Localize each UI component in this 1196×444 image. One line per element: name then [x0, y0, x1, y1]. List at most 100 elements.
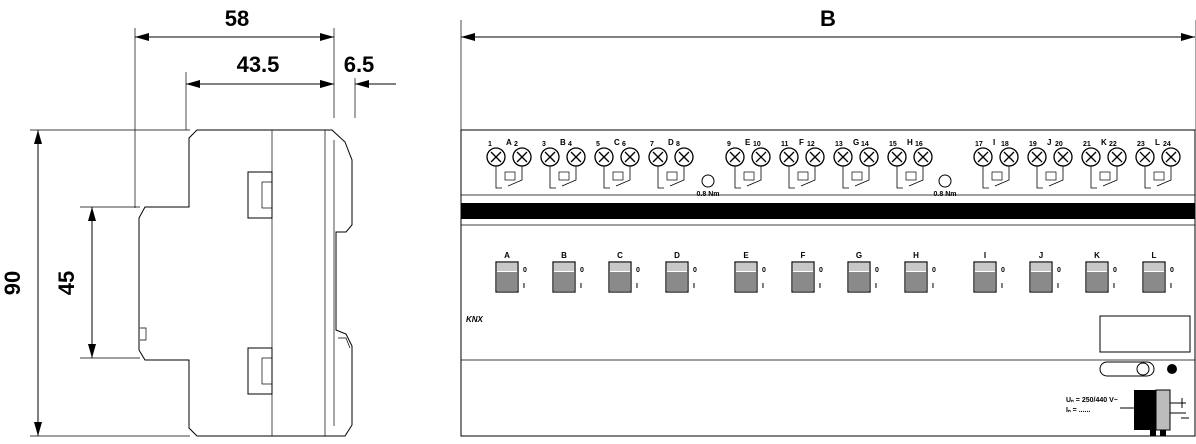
manual-switch-a: A0I — [495, 251, 527, 293]
switch-letter: K — [1094, 251, 1100, 260]
screw-slot — [1111, 151, 1123, 163]
switch-toggle — [906, 272, 926, 291]
terminal-number: 13 — [835, 141, 843, 148]
dim-label-43-5: 43.5 — [237, 52, 280, 77]
switch-top — [736, 263, 756, 271]
label-window — [1099, 315, 1191, 353]
manual-switch-c: C0I — [608, 251, 640, 293]
housing-side-profile — [138, 129, 353, 437]
terminal-number: 8 — [676, 141, 680, 148]
switch-pos-i: I — [762, 283, 764, 290]
manual-switch-j: J0I — [1029, 251, 1061, 293]
switch-pos-i: I — [1113, 283, 1115, 290]
switch-pos-i: I — [819, 283, 821, 290]
switch-pos-0: 0 — [819, 267, 823, 274]
channel-letter: E — [745, 138, 751, 147]
screw-slot — [1165, 151, 1177, 163]
switch-toggle — [497, 272, 517, 291]
contact-line — [908, 166, 924, 187]
switch-pos-0: 0 — [1170, 267, 1174, 274]
contact-line — [800, 166, 816, 187]
relay-symbol — [558, 171, 570, 181]
channel-letter: J — [1047, 138, 1051, 147]
relay-symbol — [797, 171, 809, 181]
terminal-number: 17 — [975, 141, 983, 148]
clip-lower — [247, 347, 273, 395]
switch-letter: D — [674, 251, 680, 260]
channel-letter: I — [993, 138, 995, 147]
switch-pos-0: 0 — [693, 267, 697, 274]
relay-symbol — [905, 171, 917, 181]
switch-pos-0: 0 — [523, 267, 527, 274]
dim-label-45: 45 — [54, 271, 79, 295]
contact-line — [896, 166, 903, 189]
switch-top — [554, 263, 574, 271]
screw-slot — [516, 151, 528, 163]
label-strip — [461, 203, 1195, 219]
switch-toggle — [610, 272, 630, 291]
terminal-number: 22 — [1109, 141, 1117, 148]
housing-front — [460, 129, 1196, 437]
terminal-number: 24 — [1163, 141, 1171, 148]
channel-letter: F — [799, 138, 804, 147]
contact-line — [1102, 166, 1118, 187]
switch-toggle — [1031, 272, 1051, 291]
contact-line — [669, 166, 685, 187]
manual-switch-i: I0I — [973, 251, 1005, 293]
switch-top — [1031, 263, 1051, 271]
contact-line — [1048, 166, 1064, 187]
contact-line — [603, 166, 610, 189]
screw-slot — [783, 151, 795, 163]
switch-pos-i: I — [636, 283, 638, 290]
channel-letter: C — [614, 138, 620, 147]
contact-line — [1144, 166, 1151, 189]
switch-pos-i: I — [875, 283, 877, 290]
channel-letter: L — [1155, 138, 1160, 147]
switch-letter: L — [1152, 251, 1157, 260]
relay-symbol — [743, 171, 755, 181]
programming-button — [1099, 361, 1155, 377]
manual-switch-h: H0I — [904, 251, 936, 293]
screw-slot — [729, 151, 741, 163]
torque-mark-1: 0.8 Nm — [697, 174, 719, 198]
contact-line — [549, 166, 556, 189]
clip-upper — [247, 171, 273, 219]
contact-line — [615, 166, 631, 187]
terminal-number: 12 — [807, 141, 815, 148]
screw-slot — [598, 151, 610, 163]
terminal-number: 1 — [488, 141, 492, 148]
switch-toggle — [975, 272, 995, 291]
terminal-number: 20 — [1055, 141, 1063, 148]
switch-letter: J — [1039, 251, 1043, 260]
relay-symbol — [851, 171, 863, 181]
manual-switch-k: K0I — [1085, 251, 1117, 293]
switch-pos-i: I — [693, 283, 695, 290]
screw-slot — [1031, 151, 1043, 163]
contact-line — [657, 166, 664, 189]
screw-slot — [837, 151, 849, 163]
bus-connector — [1120, 389, 1189, 436]
switch-top — [975, 263, 995, 271]
contact-line — [854, 166, 870, 187]
switch-letter: G — [856, 251, 862, 260]
screw-slot — [652, 151, 664, 163]
contact-line — [994, 166, 1010, 187]
screw-slot — [490, 151, 502, 163]
switch-toggle — [554, 272, 574, 291]
switch-top — [610, 263, 630, 271]
switch-pos-i: I — [580, 283, 582, 290]
switch-pos-i: I — [932, 283, 934, 290]
contact-line — [1036, 166, 1043, 189]
relay-symbol — [991, 171, 1003, 181]
contact-line — [842, 166, 849, 189]
screw-slot — [863, 151, 875, 163]
terminal-number: 9 — [727, 141, 731, 148]
